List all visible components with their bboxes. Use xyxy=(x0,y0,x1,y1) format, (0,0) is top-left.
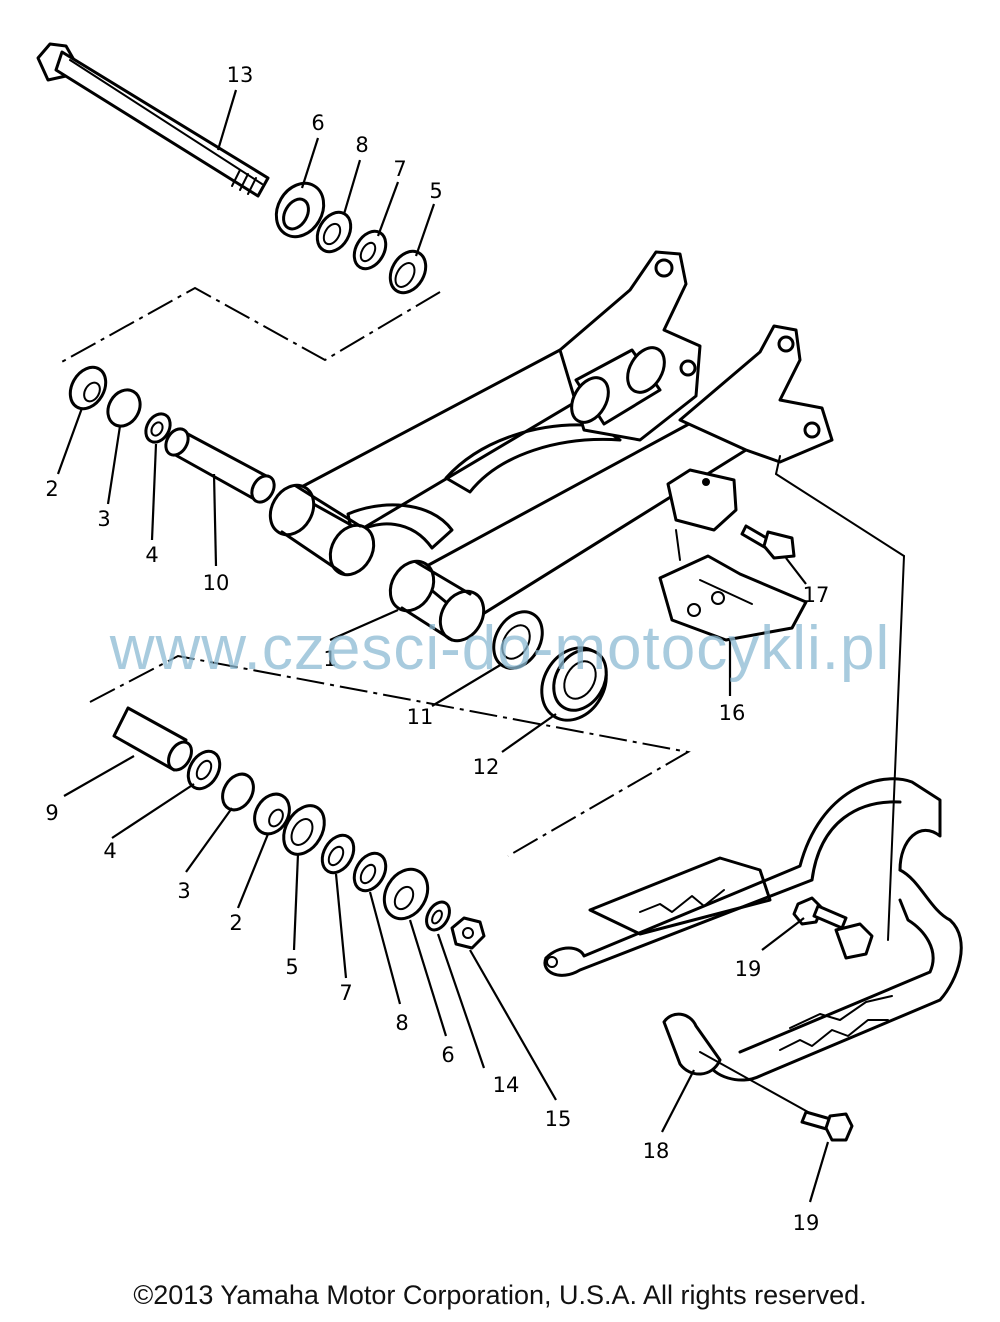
leader-lines xyxy=(56,89,830,1203)
callout-11: 11 xyxy=(407,705,434,729)
callout-2b: 2 xyxy=(229,911,242,935)
callout-15: 15 xyxy=(545,1107,572,1131)
callout-6: 6 xyxy=(311,111,324,135)
footrest-bolt-upper-part xyxy=(792,896,848,930)
lower-bushing-stack xyxy=(112,706,486,950)
callout-17: 17 xyxy=(803,583,830,607)
callout-18: 18 xyxy=(643,1139,670,1163)
callout-3b: 3 xyxy=(177,879,190,903)
callout-9: 9 xyxy=(45,801,58,825)
chain-guide-bolt-part xyxy=(740,524,796,560)
callout-6b: 6 xyxy=(441,1043,454,1067)
swingarm-part xyxy=(268,250,834,643)
alignment-lines xyxy=(699,455,905,1113)
callout-5b: 5 xyxy=(285,955,298,979)
footrest-bolt-lower-part xyxy=(800,1110,854,1142)
callout-3: 3 xyxy=(97,507,110,531)
watermark-text: www.czesci-do-motocykli.pl xyxy=(109,614,891,683)
left-bushing-stack xyxy=(68,365,276,504)
callout-labels: 13 6 8 7 5 2 3 4 10 1 11 12 16 17 9 4 3 … xyxy=(45,63,829,1235)
upper-assembly-line xyxy=(57,286,441,365)
callout-4: 4 xyxy=(145,543,158,567)
pivot-shaft-part xyxy=(36,42,270,198)
copyright-notice: ©2013 Yamaha Motor Corporation, U.S.A. A… xyxy=(133,1280,867,1310)
lower-collar-parts xyxy=(492,610,608,722)
callout-16: 16 xyxy=(719,701,746,725)
callout-7: 7 xyxy=(393,157,406,181)
callout-5: 5 xyxy=(429,179,442,203)
footrest-part xyxy=(543,777,963,1082)
callout-14: 14 xyxy=(493,1073,520,1097)
callout-19b: 19 xyxy=(793,1211,820,1235)
upper-bearing-stack xyxy=(274,181,428,295)
callout-4b: 4 xyxy=(103,839,116,863)
chain-guide-part xyxy=(658,468,808,642)
callout-19a: 19 xyxy=(735,957,762,981)
callout-8b: 8 xyxy=(395,1011,408,1035)
callout-1: 1 xyxy=(323,647,336,671)
callout-2: 2 xyxy=(45,477,58,501)
callout-13: 13 xyxy=(227,63,254,87)
callout-7b: 7 xyxy=(339,981,352,1005)
callout-10: 10 xyxy=(203,571,230,595)
callout-12: 12 xyxy=(473,755,500,779)
lower-assembly-line xyxy=(89,654,691,857)
callout-8: 8 xyxy=(355,133,368,157)
